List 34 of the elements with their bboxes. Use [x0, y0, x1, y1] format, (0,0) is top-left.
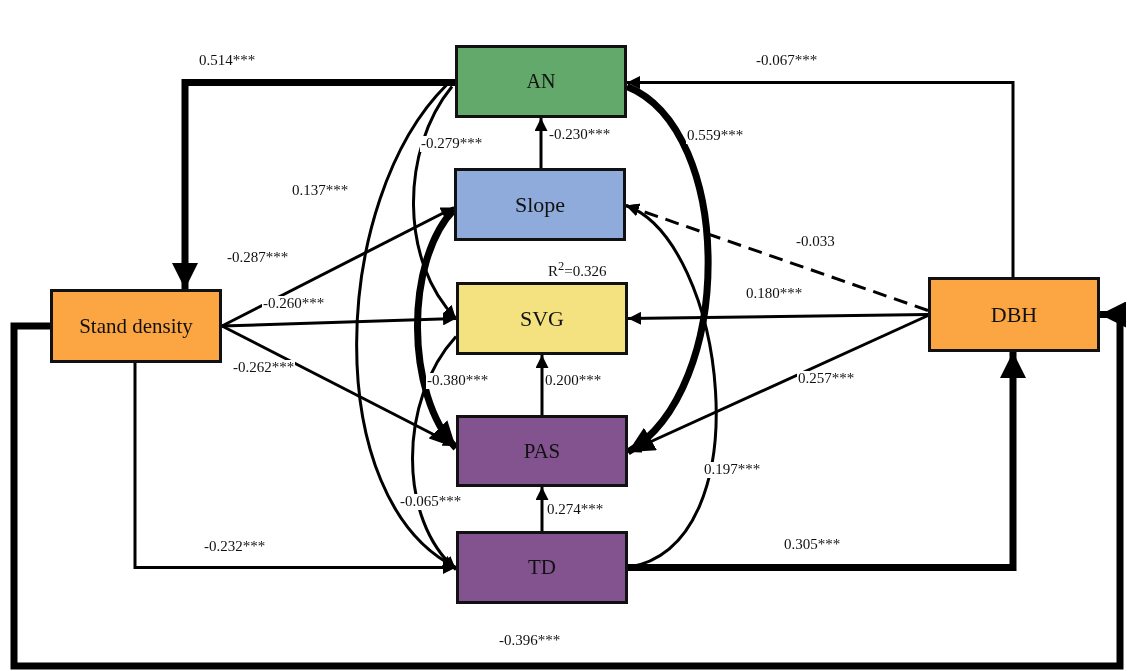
arrow — [625, 83, 712, 455]
variable-name: AN — [526, 70, 556, 93]
variable-name: TD — [528, 555, 556, 580]
variable-box — [455, 45, 627, 118]
arrow — [628, 352, 1026, 571]
edge-label: 0.559*** — [686, 128, 745, 144]
variable-name: SVG — [520, 305, 564, 332]
variable-name: Slope — [514, 191, 566, 218]
variable-name: PAS — [523, 438, 561, 464]
arrow — [625, 203, 929, 312]
arrow — [355, 83, 457, 569]
arrow — [411, 335, 458, 571]
arrow — [133, 363, 456, 574]
arrow — [172, 79, 455, 289]
variable-box — [50, 289, 222, 363]
variable-box — [456, 531, 628, 604]
edge-label: -0.380*** — [426, 373, 490, 389]
variable-name: DBH — [990, 301, 1038, 328]
variable-box — [928, 277, 1100, 352]
arrow — [627, 76, 1015, 277]
variable-box — [456, 282, 628, 355]
r-squared-label: R$^{2}$=0.326 — [548, 259, 607, 280]
arrow — [535, 487, 549, 531]
variable-box — [454, 168, 626, 241]
arrow — [412, 85, 458, 320]
arrow — [10, 301, 1126, 670]
edge-label: -0.279*** — [420, 136, 484, 152]
arrow — [535, 355, 549, 415]
edge-label: -0.065*** — [399, 494, 463, 510]
arrow — [534, 118, 548, 168]
variable-box — [456, 415, 628, 487]
variable-name: Stand density — [79, 313, 193, 339]
edge-label: 0.197*** — [703, 462, 762, 478]
arrow — [628, 311, 928, 325]
